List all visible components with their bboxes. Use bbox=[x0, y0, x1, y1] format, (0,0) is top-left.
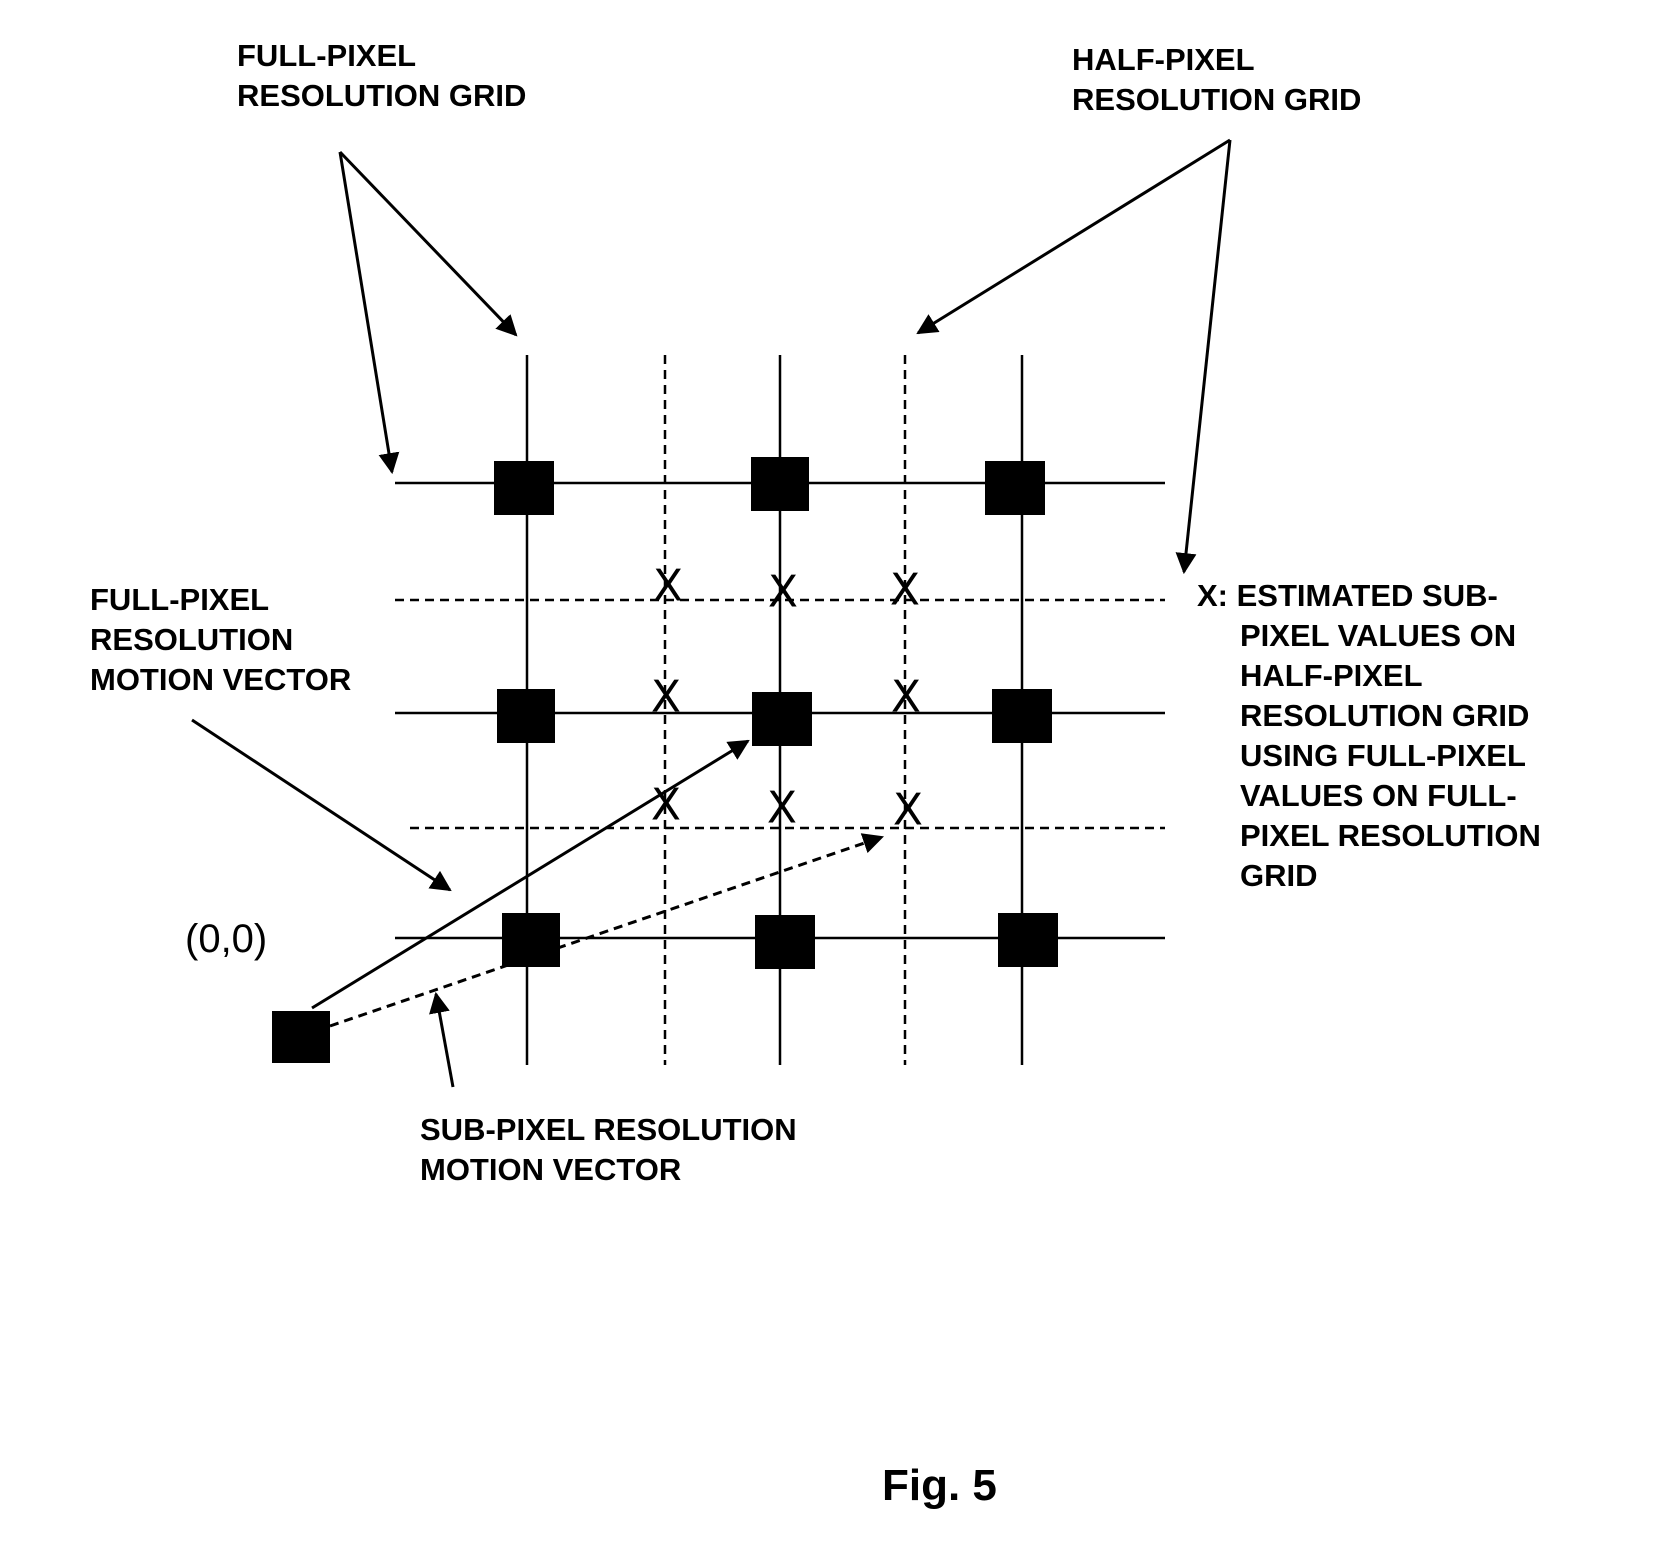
full-pixel-square bbox=[494, 461, 554, 515]
half-grid-callout-arrow bbox=[1175, 139, 1232, 575]
full-grid-callout-arrow bbox=[338, 151, 400, 475]
full-pixel-points bbox=[272, 457, 1058, 1063]
origin-label: (0,0) bbox=[185, 917, 267, 961]
full-pixel-square bbox=[998, 913, 1058, 967]
full-pixel-square bbox=[502, 913, 560, 967]
origin-square bbox=[272, 1011, 330, 1063]
estimated-subpixel-label: X: ESTIMATED SUB- PIXEL VALUES ON HALF-P… bbox=[1197, 578, 1549, 893]
full-pixel-square bbox=[751, 457, 809, 511]
half-pixel-grid bbox=[395, 355, 1165, 1065]
full-motion-callout-arrow bbox=[191, 718, 452, 892]
subpixel-x-marker: X bbox=[651, 780, 681, 831]
figure-caption: Fig. 5 bbox=[882, 1461, 997, 1510]
subpixel-markers: X X X X X X X X bbox=[651, 561, 923, 836]
full-pixel-square bbox=[985, 461, 1045, 515]
subpixel-motion-vector-arrow bbox=[329, 833, 884, 1028]
half-grid-callout-arrow bbox=[916, 138, 1231, 335]
half-pixel-grid-label: HALF-PIXEL RESOLUTION GRID bbox=[1072, 42, 1361, 117]
subpixel-motion-callout-arrow bbox=[429, 991, 455, 1088]
subpixel-x-marker: X bbox=[767, 783, 797, 834]
subpixel-x-marker: X bbox=[653, 561, 683, 612]
full-pixel-motion-vector-label: FULL-PIXEL RESOLUTION MOTION VECTOR bbox=[90, 582, 351, 697]
subpixel-x-marker: X bbox=[890, 565, 920, 616]
callout-arrows bbox=[191, 138, 1232, 1088]
full-grid-callout-arrow bbox=[338, 150, 518, 337]
subpixel-x-marker: X bbox=[891, 672, 921, 723]
full-pixel-square bbox=[755, 915, 815, 969]
subpixel-x-marker: X bbox=[768, 567, 798, 618]
subpixel-x-marker: X bbox=[893, 785, 923, 836]
full-pixel-square bbox=[992, 689, 1052, 743]
full-pixel-square bbox=[752, 692, 812, 746]
subpixel-x-marker: X bbox=[651, 672, 681, 723]
full-pixel-grid-label: FULL-PIXEL RESOLUTION GRID bbox=[237, 38, 526, 113]
full-pixel-motion-vector-arrow bbox=[311, 739, 750, 1010]
subpixel-motion-vector-label: SUB-PIXEL RESOLUTION MOTION VECTOR bbox=[420, 1112, 805, 1187]
full-pixel-square bbox=[497, 689, 555, 743]
